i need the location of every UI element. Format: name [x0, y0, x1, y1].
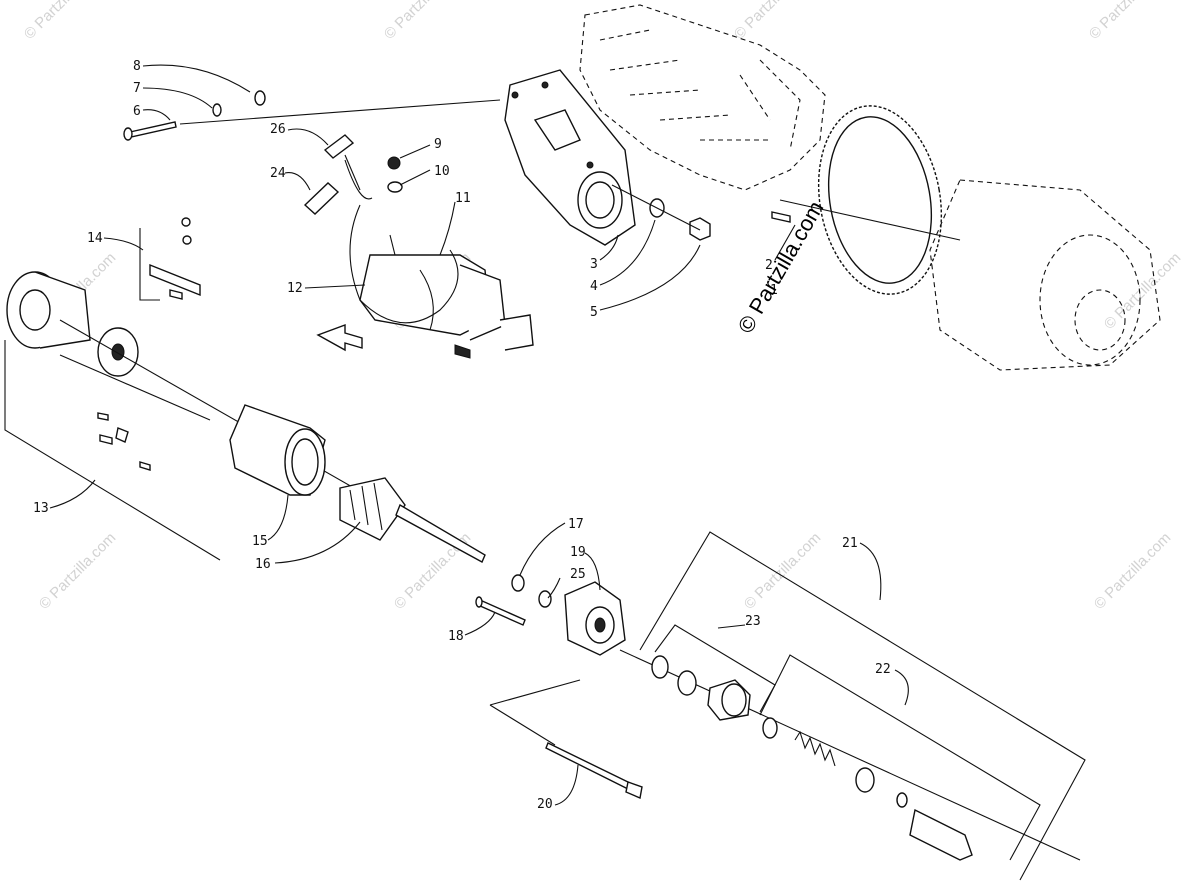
watermark: © Partzilla.com [1086, 0, 1169, 43]
watermark: © Partzilla.com [731, 0, 814, 43]
callout-labels: 1 2 3 4 5 6 7 8 9 10 11 12 13 14 15 16 1… [33, 59, 909, 812]
rubber-boot-part [323, 134, 355, 159]
callout-number: 15 [252, 534, 268, 549]
terminal-ring [387, 181, 403, 193]
bolt-head [123, 127, 133, 141]
callout-number: 25 [570, 567, 586, 582]
terminal-kit-part [139, 217, 201, 301]
callout-number: 14 [87, 231, 103, 246]
pinion-clutch-part [707, 679, 751, 721]
armature-part [339, 477, 486, 563]
callout-number: 19 [570, 545, 586, 560]
bolt-part [771, 211, 791, 223]
washer-part [651, 655, 669, 679]
assembled-starter-motor [349, 204, 534, 359]
callout-number: 17 [568, 517, 584, 532]
field-frame-housing-part [229, 404, 326, 496]
ring-gear-flywheel [779, 105, 1161, 371]
collar-part [762, 717, 778, 739]
washer-part [538, 590, 552, 608]
watermark: © Partzilla.com [21, 0, 104, 43]
callout-number: 9 [434, 137, 442, 152]
callout-number: 6 [133, 104, 141, 119]
callout-number: 23 [745, 614, 761, 629]
callout-number: 16 [255, 557, 271, 572]
washer-part [677, 670, 697, 696]
pinion-stop-part [909, 808, 973, 861]
bolt-head [475, 596, 483, 608]
spring-part [794, 730, 836, 767]
callout-number: 21 [842, 536, 858, 551]
callout-number: 20 [537, 797, 553, 812]
watermark: © Partzilla.com [741, 529, 824, 612]
engine-block-reference [579, 4, 826, 191]
clip-part [896, 792, 908, 808]
callout-number: 11 [455, 191, 471, 206]
bolt-part [477, 599, 526, 626]
washer-part [254, 90, 266, 106]
callout-number: 2 [765, 258, 773, 273]
callout-number: 18 [448, 629, 464, 644]
callout-number: 7 [133, 81, 141, 96]
watermark: © Partzilla.com [1091, 529, 1174, 612]
washer-part [511, 574, 525, 592]
callout-number: 8 [133, 59, 141, 74]
nut-part [689, 217, 711, 241]
terminal-nut-part [387, 156, 401, 170]
through-bolt-part [545, 742, 631, 790]
callout-number: 12 [287, 281, 303, 296]
bolt-part [129, 121, 177, 138]
callout-number: 4 [590, 279, 598, 294]
starter-mount-bracket [504, 69, 636, 246]
brush-part [97, 412, 151, 471]
callout-number: 22 [875, 662, 891, 677]
callout-number: 13 [33, 501, 49, 516]
lock-washer-part [212, 103, 222, 117]
callout-number: 5 [590, 305, 598, 320]
callout-number: 3 [590, 257, 598, 272]
callout-number: 10 [434, 164, 450, 179]
watermark-layer: © Partzilla.com © Partzilla.com © Partzi… [21, 0, 1184, 613]
callout-number: 1 [770, 283, 778, 298]
callout-number: 26 [270, 122, 286, 137]
brush-holder-part [97, 327, 139, 377]
forward-arrow-icon [316, 323, 363, 352]
watermark: © Partzilla.com [381, 0, 464, 43]
rubber-boot-part [303, 182, 340, 215]
drive-end-housing-part [564, 581, 626, 656]
watermark: © Partzilla.com [36, 529, 119, 612]
bushing-part [855, 767, 875, 793]
watermark: © Partzilla.com [1101, 249, 1184, 332]
callout-number: 24 [270, 166, 286, 181]
